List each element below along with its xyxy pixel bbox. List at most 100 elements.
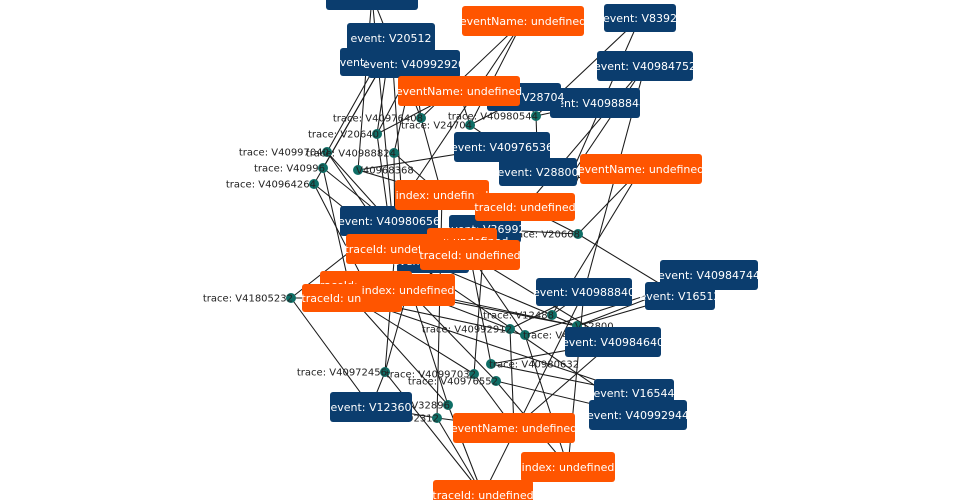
event-node[interactable]: event: V40984752 xyxy=(594,51,696,81)
undefined-node[interactable]: eventName: undefined xyxy=(578,154,704,184)
event-node[interactable]: event: V20512 xyxy=(347,23,435,53)
undefined-node[interactable]: eventName: undefined xyxy=(396,76,522,106)
event-node[interactable]: event: V40980656 xyxy=(338,206,440,236)
trace-node[interactable]: trace: V40997040 xyxy=(239,147,332,159)
event-node-label: event: V40970712 xyxy=(321,0,423,3)
event-node[interactable]: event: V16512 xyxy=(639,282,721,310)
event-node[interactable]: event: V40988848 xyxy=(544,88,646,118)
trace-node-dot[interactable] xyxy=(318,163,328,173)
trace-node-dot[interactable] xyxy=(432,413,442,423)
event-node-label: event: V40988848 xyxy=(544,97,646,110)
undefined-node-box[interactable] xyxy=(453,413,575,443)
edge-t_v41805232-e_v12360 xyxy=(290,297,372,408)
trace-node[interactable]: V40968368 xyxy=(353,165,414,177)
undefined-node[interactable]: eventName: undefined xyxy=(451,413,577,443)
trace-node-dot[interactable] xyxy=(465,120,475,130)
undefined-node-box[interactable] xyxy=(361,274,455,306)
undefined-node[interactable]: traceId: undefined xyxy=(432,480,534,500)
event-node-box[interactable] xyxy=(347,23,435,53)
event-node-label: event: V28800 xyxy=(497,166,578,179)
trace-node-dot[interactable] xyxy=(491,376,501,386)
undefined-node-label: eventName: undefined xyxy=(460,15,586,28)
trace-node-dot[interactable] xyxy=(547,310,557,320)
trace-node[interactable]: trace: V40992912 xyxy=(422,324,515,336)
event-node[interactable]: event: V8392 xyxy=(603,4,677,32)
trace-node[interactable]: trace: V40964264 xyxy=(226,179,319,191)
undefined-node[interactable]: index: undefined xyxy=(361,274,455,306)
event-node-box[interactable] xyxy=(340,206,438,236)
undefined-node-box[interactable] xyxy=(420,240,520,270)
trace-node-dot[interactable] xyxy=(389,148,399,158)
event-node-box[interactable] xyxy=(604,4,676,32)
event-node[interactable]: event: V40984640 xyxy=(562,327,664,357)
trace-node-dot[interactable] xyxy=(486,359,496,369)
event-node-box[interactable] xyxy=(597,51,693,81)
trace-node-dot[interactable] xyxy=(531,111,541,121)
trace-node-dot[interactable] xyxy=(309,179,319,189)
event-node-box[interactable] xyxy=(536,278,632,306)
event-node-box[interactable] xyxy=(499,158,577,186)
trace-node[interactable]: trace: V40976552 xyxy=(408,376,501,388)
trace-node-dot[interactable] xyxy=(505,324,515,334)
trace-node-dot[interactable] xyxy=(372,129,382,139)
trace-node[interactable]: trace: V32896 xyxy=(379,400,453,412)
undefined-node-box[interactable] xyxy=(398,76,520,106)
trace-node[interactable]: trace: V41805232 xyxy=(203,293,296,305)
event-node-box[interactable] xyxy=(330,392,412,422)
trace-node[interactable]: trace: V40980632 xyxy=(486,359,579,371)
trace-node-dot[interactable] xyxy=(286,293,296,303)
trace-node[interactable]: trace: V40972456 xyxy=(297,367,390,379)
trace-node-label: trace: V24704 xyxy=(401,121,472,132)
event-node-box[interactable] xyxy=(454,132,550,162)
undefined-node-box[interactable] xyxy=(346,234,444,264)
trace-node[interactable]: trace: V20640 xyxy=(308,129,382,141)
trace-node[interactable]: trace: V24704 xyxy=(401,120,475,132)
undefined-node-box[interactable] xyxy=(521,452,615,482)
undefined-node-box[interactable] xyxy=(475,193,575,221)
event-node-box[interactable] xyxy=(550,88,640,118)
event-node-label: event: V40976536 xyxy=(451,141,553,154)
trace-node-dot[interactable] xyxy=(443,400,453,410)
undefined-node[interactable]: eventName: undefined xyxy=(460,6,586,36)
event-node[interactable]: event: V28800 xyxy=(497,158,579,186)
trace-node-dot[interactable] xyxy=(353,165,363,175)
trace-node[interactable]: trace: V40976408 xyxy=(333,113,426,125)
undefined-node[interactable]: traceId: undefined xyxy=(419,240,521,270)
trace-node[interactable]: trace: V12488 xyxy=(483,310,557,322)
undefined-node-label: index: undefined xyxy=(522,461,615,474)
undefined-node-box[interactable] xyxy=(462,6,584,36)
trace-node[interactable]: trace: V40996 xyxy=(254,163,328,175)
trace-node-dot[interactable] xyxy=(520,330,530,340)
event-node-box[interactable] xyxy=(326,0,418,10)
event-node-label: event: V40980656 xyxy=(338,215,440,228)
trace-node[interactable]: trace: V20608 xyxy=(509,229,583,241)
trace-node[interactable]: trace: V40997032 xyxy=(386,369,479,381)
trace-node[interactable]: trace: V40988824 xyxy=(306,148,399,160)
undefined-node-label: index: undefined xyxy=(362,284,455,297)
event-node-label: event: V40984752 xyxy=(594,60,696,73)
trace-node-dot[interactable] xyxy=(416,113,426,123)
undefined-node-box[interactable] xyxy=(580,154,702,184)
undefined-node[interactable]: index: undefined xyxy=(395,180,489,210)
trace-node-dot[interactable] xyxy=(322,147,332,157)
event-node-box[interactable] xyxy=(565,327,661,357)
trace-node-dot[interactable] xyxy=(469,369,479,379)
event-node-box[interactable] xyxy=(368,50,460,78)
trace-node-dot[interactable] xyxy=(573,229,583,239)
trace-node[interactable]: trace: V40980544 xyxy=(448,111,541,123)
undefined-node-box[interactable] xyxy=(433,480,533,500)
event-node[interactable]: event: V12360 xyxy=(330,392,412,422)
undefined-node-label: eventName: undefined xyxy=(451,422,577,435)
trace-node-dot[interactable] xyxy=(380,367,390,377)
undefined-node-box[interactable] xyxy=(395,180,489,210)
undefined-node[interactable]: index: undefined xyxy=(521,452,615,482)
event-node-box[interactable] xyxy=(589,400,687,430)
event-node[interactable]: event: V40970712 xyxy=(321,0,423,10)
event-node[interactable]: event: V40992920 xyxy=(363,50,465,78)
undefined-node-label: traceId: undefined xyxy=(419,249,520,262)
undefined-node[interactable]: traceId: undefined xyxy=(474,193,576,221)
event-node-box[interactable] xyxy=(645,282,715,310)
event-node[interactable]: event: V40988840 xyxy=(533,278,635,306)
event-node[interactable]: event: V40976536 xyxy=(451,132,553,162)
event-node[interactable]: event: V40992944 xyxy=(587,400,689,430)
